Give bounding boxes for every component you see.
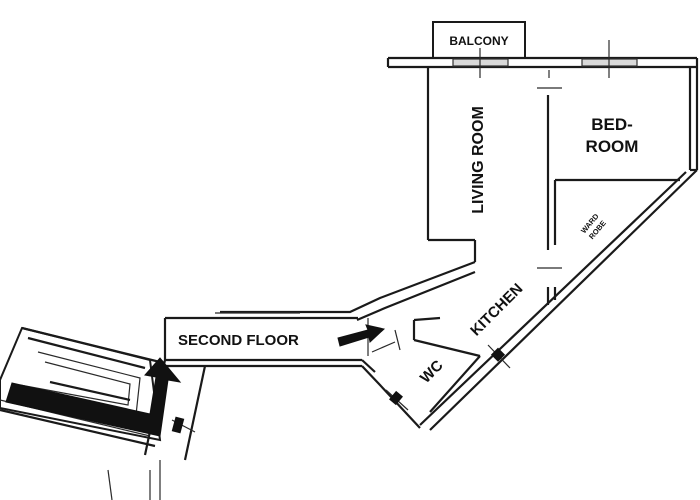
right-wall	[688, 58, 699, 172]
wc-room	[361, 316, 481, 429]
kitchen-door	[487, 344, 511, 369]
upper-diagonal-wall	[220, 260, 476, 322]
kitchen-label: KITCHEN	[467, 280, 526, 339]
partition-wall	[537, 70, 680, 305]
balcony: BALCONY	[432, 21, 526, 59]
balcony-label: BALCONY	[449, 34, 508, 48]
corridor	[163, 312, 362, 368]
top-wall	[386, 40, 697, 78]
wc-label: WC	[417, 357, 447, 387]
entry-arrow-icon	[337, 324, 386, 347]
second-floor-label: SECOND FLOOR	[178, 332, 299, 349]
living-room-label: LIVING ROOM	[470, 106, 487, 214]
stair-arrow-icon	[5, 357, 182, 437]
right-diagonal-wall	[419, 169, 698, 431]
bedroom-label-line1: BED-	[591, 115, 633, 134]
living-room-wall	[426, 67, 477, 262]
bedroom-label-line2: ROOM	[586, 137, 639, 156]
